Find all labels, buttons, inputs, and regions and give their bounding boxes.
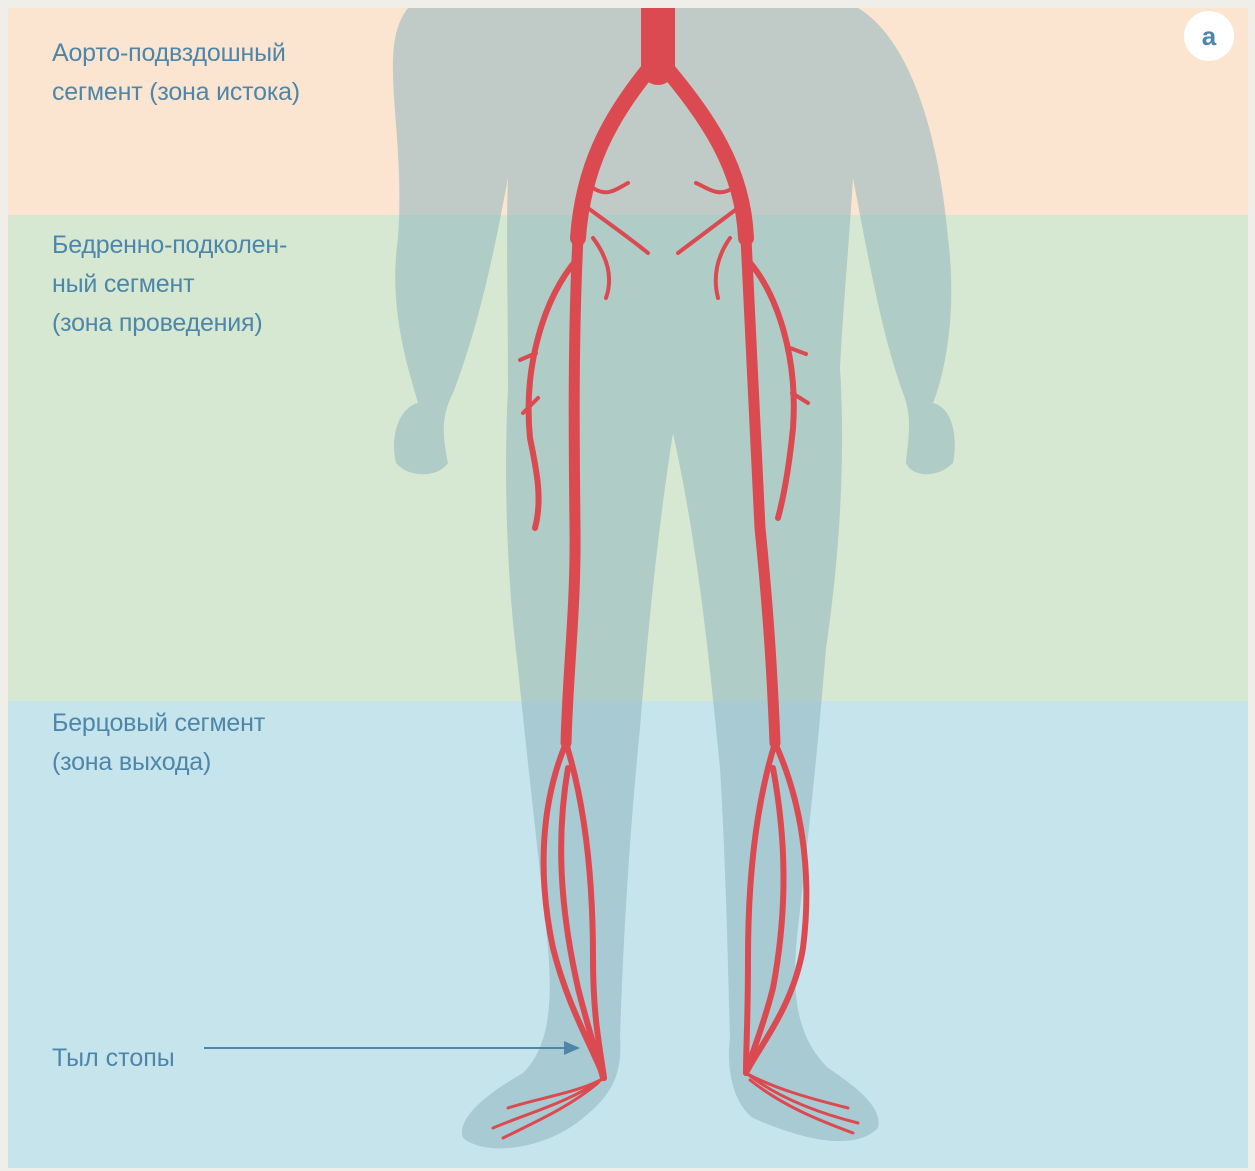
- zone-label-line: Берцовый сегмент: [52, 704, 265, 743]
- zone-label-line: ный сегмент: [52, 265, 287, 304]
- zone-label-femoral-popliteal: Бедренно-подколен- ный сегмент (зона про…: [52, 226, 287, 343]
- zone-label-line: (зона выхода): [52, 743, 265, 782]
- zone-label-tibial: Берцовый сегмент (зона выхода): [52, 704, 265, 782]
- zone-label-line: (зона проведения): [52, 304, 287, 343]
- diagram-canvas: [8, 8, 1248, 1168]
- zone-label-line: сегмент (зона истока): [52, 73, 300, 112]
- foot-dorsum-label: Тыл стопы: [52, 1044, 175, 1073]
- zone-label-line: Аорто-подвздошный: [52, 34, 300, 73]
- arterial-segments-diagram: Аорто-подвздошный сегмент (зона истока) …: [8, 8, 1248, 1168]
- figure-letter-badge: а: [1184, 11, 1234, 61]
- zone-label-aorto-iliac: Аорто-подвздошный сегмент (зона истока): [52, 34, 300, 112]
- zone-label-line: Бедренно-подколен-: [52, 226, 287, 265]
